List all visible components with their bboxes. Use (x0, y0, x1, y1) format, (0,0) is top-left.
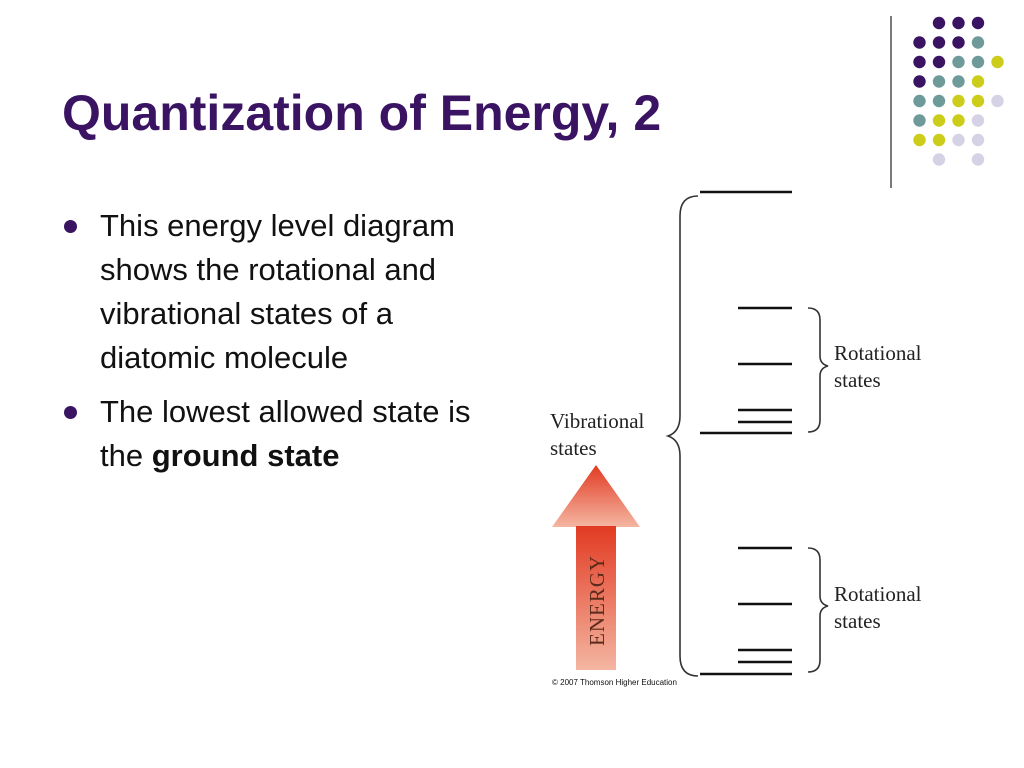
vibrational-label-line2: states (550, 436, 597, 460)
logo-dot (952, 75, 965, 88)
credit-text: © 2007 Thomson Higher Education (552, 678, 677, 687)
energy-arrow-icon (552, 465, 640, 670)
logo-dot (952, 16, 965, 30)
logo-dot (932, 36, 946, 49)
logo-dot (971, 36, 985, 49)
logo-dot (952, 114, 965, 127)
logo-dot (913, 36, 926, 49)
logo-dot (932, 133, 946, 147)
logo-dot (991, 94, 1004, 108)
rotational-brace-upper (807, 307, 829, 433)
logo-dot (952, 133, 965, 147)
logo-dot (913, 94, 926, 108)
logo-dot (971, 55, 985, 69)
logo-dot (952, 55, 965, 69)
logo-dot (971, 133, 985, 147)
energy-level-diagram: ENERGY Vibrational states Rotational sta… (550, 190, 922, 687)
logo-dot (932, 114, 946, 127)
rotational-upper-line2: states (834, 368, 881, 392)
vibrational-label-line1: Vibrational (550, 409, 645, 433)
logo-dot (932, 55, 946, 69)
bullet-list: This energy level diagram shows the rota… (62, 204, 482, 488)
logo-dot (971, 114, 985, 127)
rotational-brace-lower (807, 547, 829, 673)
bullet-dot-icon (64, 220, 77, 233)
logo-dot (952, 94, 965, 108)
rotational-lower-line1: Rotational (834, 582, 922, 606)
logo-dot (971, 75, 985, 88)
logo-dot (932, 153, 946, 166)
bullet-bold-text: ground state (151, 438, 340, 473)
logo-dot (971, 16, 985, 30)
logo-dot (913, 55, 926, 69)
logo-dot (971, 94, 985, 108)
logo-dot (913, 114, 926, 127)
bullet-text: The lowest allowed state is the (100, 394, 471, 473)
logo-dot (932, 16, 946, 30)
logo-dot (971, 153, 985, 166)
rotational-lower-line2: states (834, 609, 881, 633)
energy-levels (700, 190, 792, 676)
bullet-dot-icon (64, 406, 77, 419)
slide-title: Quantization of Energy, 2 (62, 85, 662, 141)
logo-dot (932, 94, 946, 108)
logo-dot (913, 75, 926, 88)
header-divider (890, 16, 892, 188)
logo-dot (952, 36, 965, 49)
rotational-upper-line1: Rotational (834, 341, 922, 365)
logo-dot (991, 55, 1004, 69)
bullet-item: This energy level diagram shows the rota… (62, 204, 482, 380)
bullet-item: The lowest allowed state is the ground s… (62, 390, 482, 478)
bullet-text: This energy level diagram shows the rota… (100, 208, 455, 375)
logo-dot (913, 133, 926, 147)
energy-arrow-label: ENERGY (585, 555, 609, 646)
logo-dot (932, 75, 946, 88)
vibrational-brace (665, 195, 699, 677)
